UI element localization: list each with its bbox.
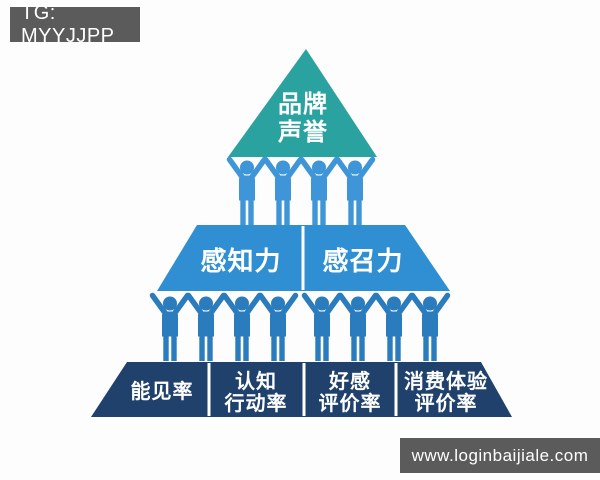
person-icon bbox=[341, 296, 376, 362]
telegram-contact-badge: TG: MYYJJPP bbox=[10, 2, 140, 47]
tier-bottom-cell1-label: 能见率 bbox=[131, 379, 194, 403]
lower-people-row bbox=[153, 296, 448, 362]
tier-bottom-cell3-line1: 好感 bbox=[328, 369, 371, 393]
tier-bottom-cell2-line1: 认知 bbox=[235, 369, 277, 393]
website-watermark-badge: www.loginbaijiale.com bbox=[400, 438, 600, 473]
tier-top-shape bbox=[228, 49, 377, 157]
person-icon bbox=[413, 296, 448, 362]
upper-people-row bbox=[230, 160, 373, 226]
person-icon bbox=[305, 296, 340, 362]
tier-bottom-cell3-line2: 评价率 bbox=[319, 391, 382, 415]
person-icon bbox=[261, 296, 296, 362]
tier-bottom-cell4-line2: 评价率 bbox=[415, 391, 478, 415]
person-icon bbox=[230, 160, 265, 226]
person-icon bbox=[338, 160, 373, 226]
tier-middle-left-label: 感知力 bbox=[200, 247, 281, 277]
person-icon bbox=[225, 296, 260, 362]
tier-top-label-line2: 声誉 bbox=[277, 118, 328, 146]
person-icon bbox=[153, 296, 188, 362]
person-icon bbox=[302, 160, 337, 226]
tier-bottom-cell2-line2: 行动率 bbox=[224, 391, 288, 415]
person-icon bbox=[266, 160, 301, 226]
tier-bottom-shape bbox=[91, 362, 512, 417]
person-icon bbox=[189, 296, 224, 362]
tier-middle-right-label: 感召力 bbox=[322, 247, 403, 277]
tier-bottom-cell4-line1: 消费体验 bbox=[404, 369, 488, 393]
tier-top-label-line1: 品牌 bbox=[278, 90, 328, 118]
person-icon bbox=[377, 296, 412, 362]
